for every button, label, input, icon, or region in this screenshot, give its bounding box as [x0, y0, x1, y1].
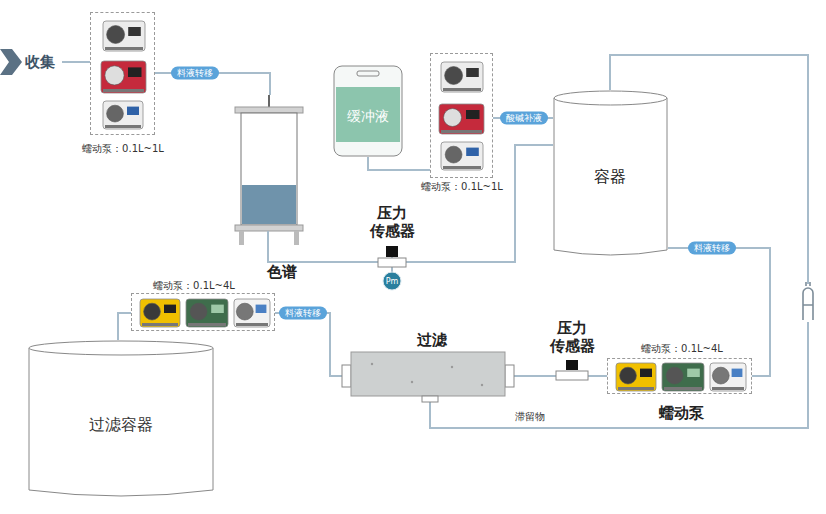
pipe-connector	[118, 313, 131, 340]
node-text: 压力 传感器	[547, 319, 597, 355]
edge-label: 滞留物	[515, 410, 545, 424]
pipe-connector	[368, 157, 430, 170]
equipment-node: 过滤容器	[28, 340, 214, 500]
pipe-connector	[420, 145, 553, 262]
node-text: Pm	[386, 277, 399, 286]
clamp-symbol	[803, 282, 813, 320]
equipment-node: 容器	[553, 90, 668, 258]
node-text: 蠕动泵：0.1L~1L	[82, 142, 164, 156]
node-text: 蠕动泵：0.1L~4L	[641, 342, 723, 356]
node-text: 缓冲液	[347, 108, 389, 126]
node-shape	[342, 352, 514, 402]
transfer-pill: 料液转移	[279, 307, 327, 320]
pump-group: 蠕动泵：0.1L~1L	[90, 12, 155, 135]
collect-chevron	[0, 49, 22, 75]
node-shape	[91, 13, 156, 136]
pipe-connector	[268, 245, 364, 262]
pump-group: 蠕动泵：0.1L~4L蠕动泵	[607, 358, 752, 394]
pipe-connector	[668, 248, 770, 376]
equipment-node: 过滤	[342, 352, 514, 402]
pump-group: 蠕动泵：0.1L~4L	[131, 293, 275, 331]
pipe-connector	[275, 313, 342, 376]
node-shape	[132, 294, 276, 332]
node-text: 容器	[594, 167, 626, 188]
node-text: 蠕动泵	[659, 404, 704, 423]
pump-group: 蠕动泵：0.1L~1L	[430, 53, 493, 178]
transfer-pill: 料液转移	[688, 242, 736, 255]
node-text: 过滤	[417, 331, 447, 350]
equipment-node: 压力 传感器	[364, 203, 420, 269]
node-shape	[235, 95, 303, 245]
node-text: 蠕动泵：0.1L~4L	[153, 279, 235, 293]
node-text: 色谱	[267, 263, 297, 282]
transfer-pill: 酸碱补液	[500, 112, 548, 125]
equipment-node: Pm	[383, 272, 401, 290]
node-text: 压力 传感器	[367, 204, 417, 240]
free-label: 收集	[25, 53, 55, 72]
equipment-node: 色谱	[235, 95, 303, 245]
equipment-node: 压力 传感器	[544, 318, 600, 380]
node-shape	[608, 359, 753, 395]
pipe-connector	[600, 375, 607, 377]
node-text: 蠕动泵：0.1L~1L	[421, 180, 503, 194]
node-text: 过滤容器	[89, 415, 153, 436]
equipment-node: 缓冲液	[333, 65, 403, 157]
pipe-connector	[514, 375, 544, 377]
collect-line	[62, 61, 90, 63]
clamp-gap	[801, 284, 815, 322]
transfer-pill: 料液转移	[171, 67, 219, 80]
node-shape	[431, 54, 494, 179]
